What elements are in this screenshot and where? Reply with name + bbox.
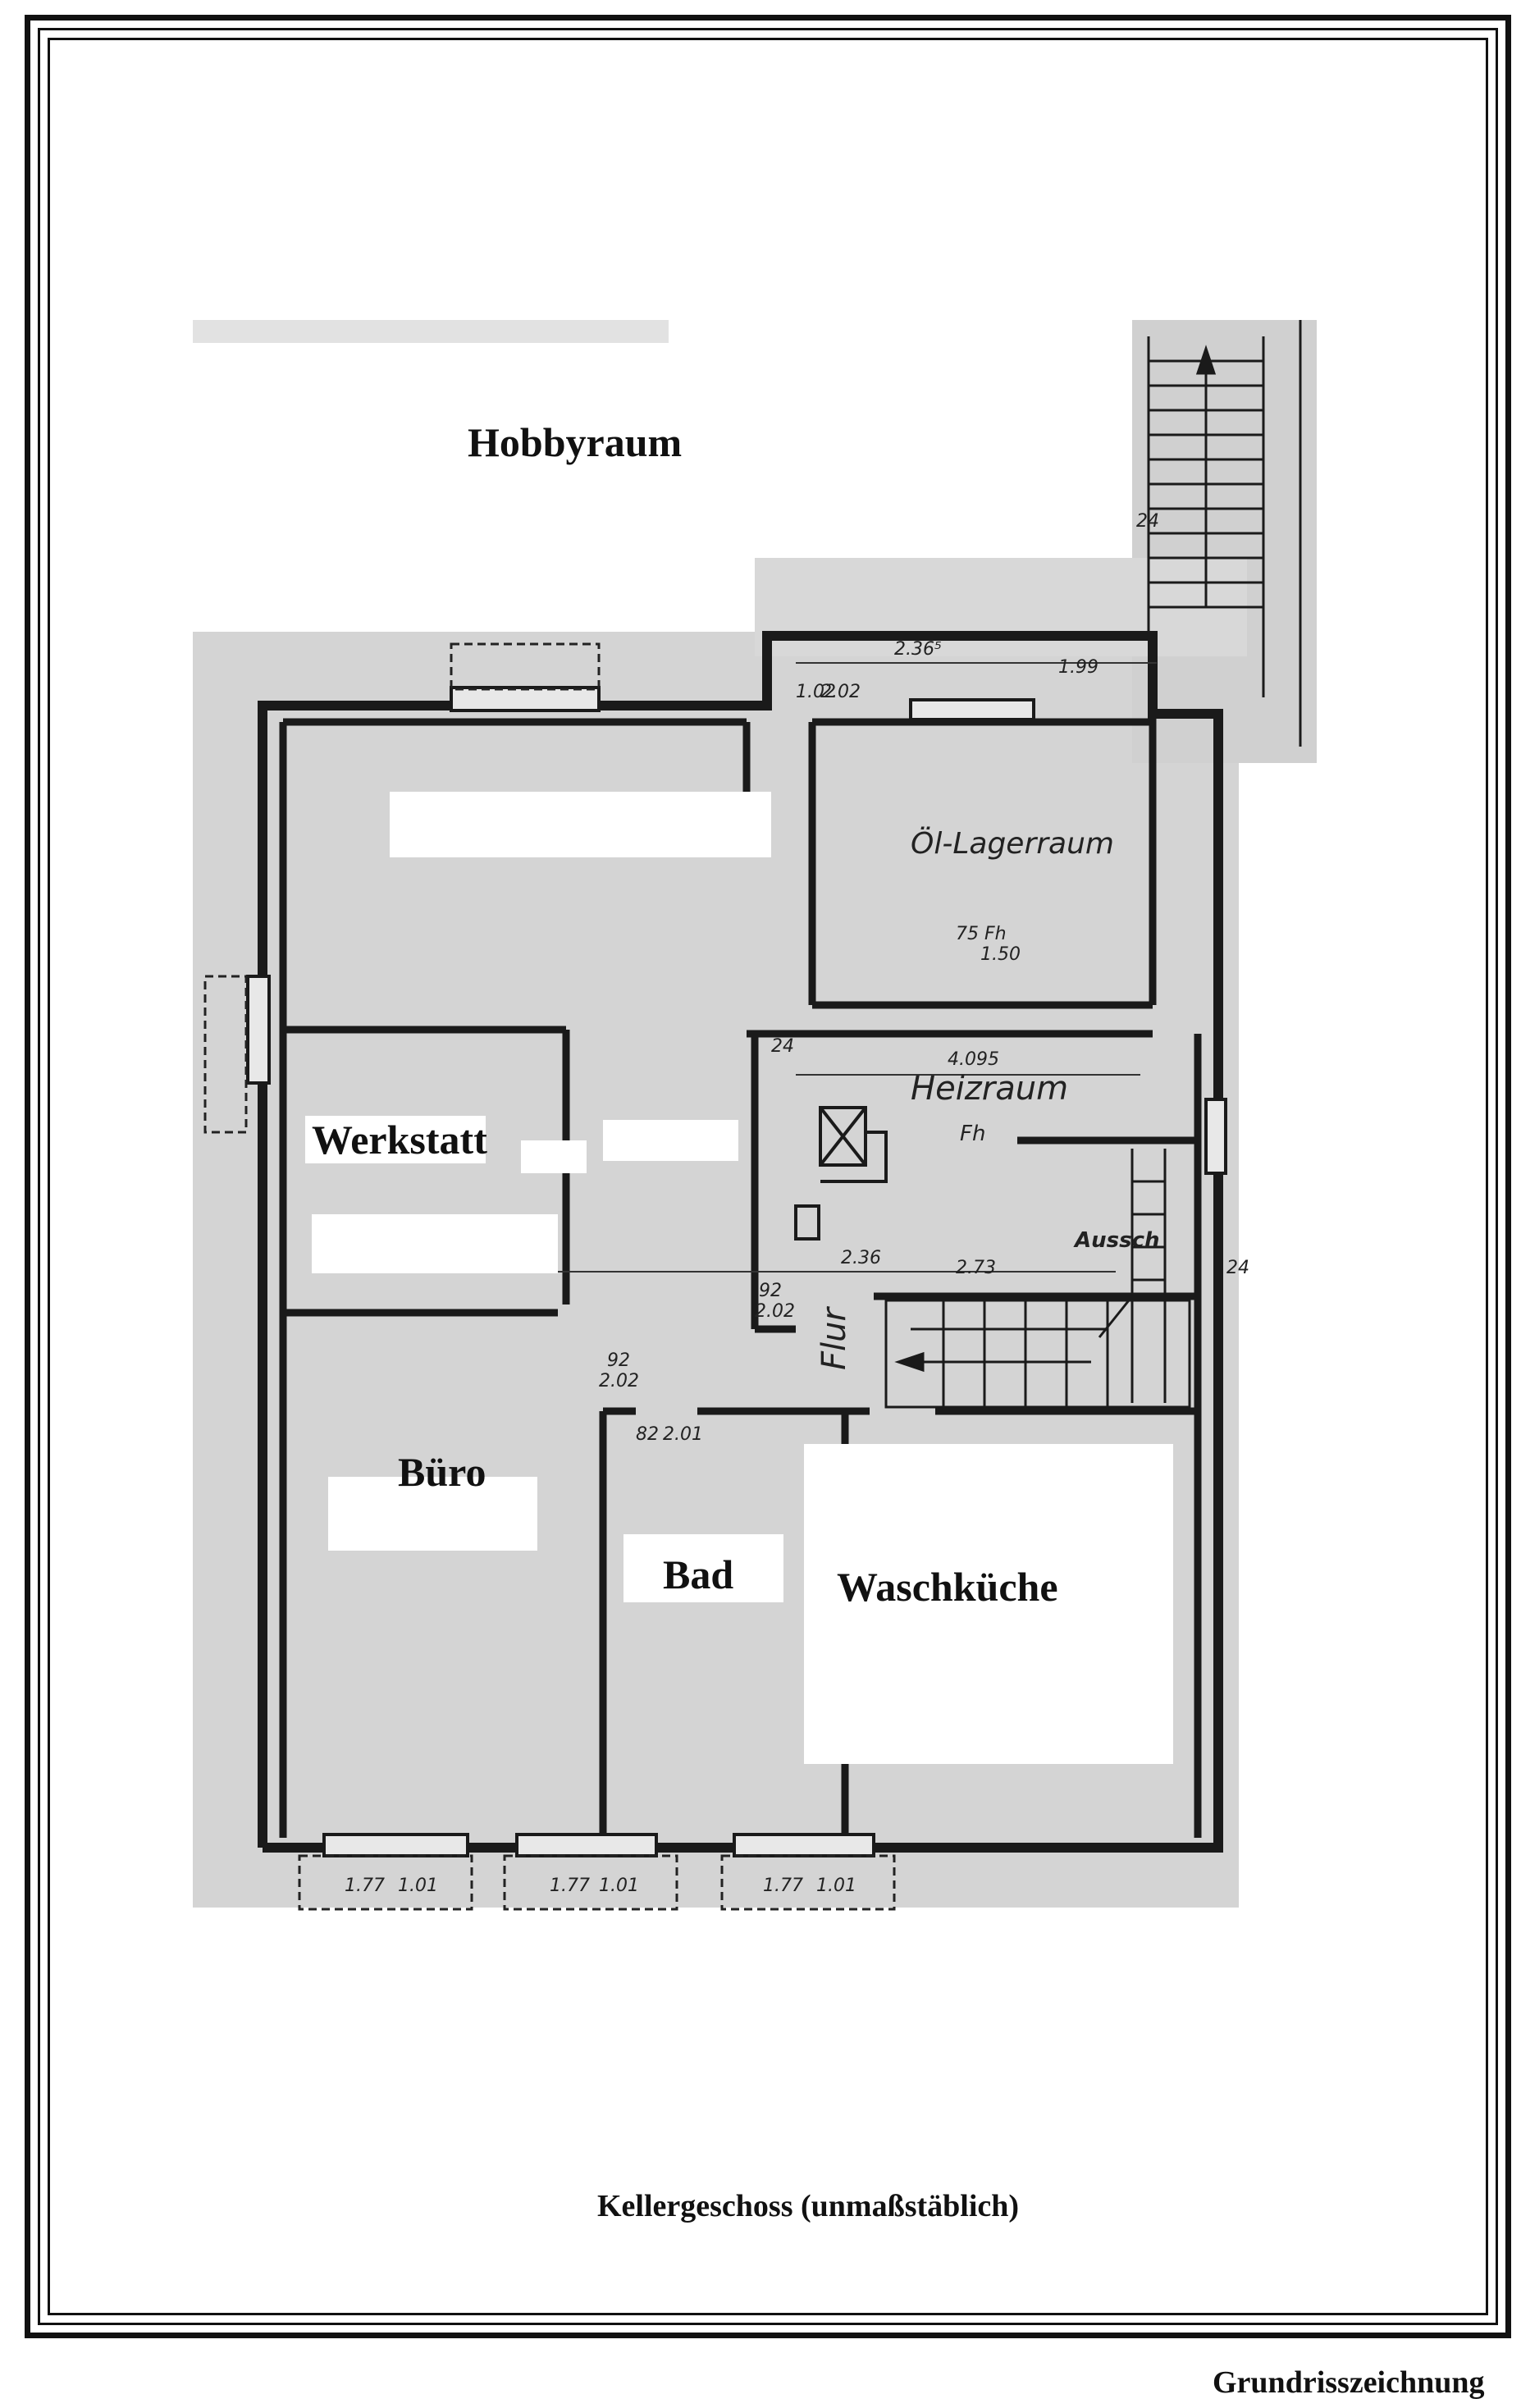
dim-text: 24 [771,1036,794,1057]
floor-plan-drawing: 2.36⁵ 1.99 4.095 2.36 2.73 24 24 24 92 2… [193,320,1317,1911]
dim-text: 1.02 [796,682,836,702]
dim-text: 2.36 [841,1248,881,1268]
inner-frame [48,38,1488,2315]
dim-text: 1.77 [763,1876,803,1896]
entrance-stair [1147,320,1302,747]
room-label-flur: Flur [815,1306,853,1370]
stair-scan-background [1132,320,1317,763]
dim-text: 2.36⁵ [894,639,942,660]
windows [246,686,1227,1857]
dim-text: 4.095 [948,1049,999,1070]
dim-text: 24 [1226,1258,1249,1278]
dim-text: 2.02 [820,682,861,702]
fh-mark: Fh [960,1122,985,1146]
aussch-mark: Aussch [1073,1228,1160,1253]
light-shafts [203,642,896,1911]
room-label-hobbyraum: Hobbyraum [468,419,683,465]
plan-caption: Kellergeschoss (unmaßstäblich) [597,2189,1020,2223]
dim-text: 2.02 [599,1371,639,1391]
dim-text: 75 Fh [956,924,1007,944]
middle-frame [38,28,1498,2325]
outer-walls [258,631,1223,1853]
dim-text: 1.77 [345,1876,385,1896]
dim-text: 92 [759,1281,782,1301]
dim-text: 92 [607,1350,630,1371]
dim-text: 1.01 [599,1876,639,1896]
dim-text: 1.01 [398,1876,438,1896]
label-patches [305,792,1173,1764]
dim-text: 1.77 [550,1876,590,1896]
dim-text: 24 [1136,511,1159,532]
room-label-bad: Bad [663,1551,734,1597]
dim-text: 2.01 [663,1424,703,1445]
room-label-oel-lagerraum: Öl-Lagerraum [911,826,1114,861]
dim-text: 1.50 [980,944,1021,965]
outer-frame [25,15,1511,2338]
dim-text: 1.99 [1058,657,1098,678]
interior-stair [884,1149,1191,1409]
floor-plan: 2.36⁵ 1.99 4.095 2.36 2.73 24 24 24 92 2… [189,312,1321,1912]
dim-text: 2.73 [956,1258,996,1278]
scan-strip [193,320,669,343]
room-label-heizraum: Heizraum [911,1070,1068,1108]
dim-text: 1.01 [816,1876,856,1896]
dim-text: 82 [636,1424,659,1445]
room-label-werkstatt: Werkstatt [312,1117,487,1163]
boiler [794,1106,888,1241]
room-label-waschkueche: Waschküche [837,1564,1058,1610]
dim-text: 2.02 [755,1301,795,1322]
footer-title: Grundrisszeichnung [1213,2365,1485,2400]
room-label-buero: Büro [398,1449,486,1495]
